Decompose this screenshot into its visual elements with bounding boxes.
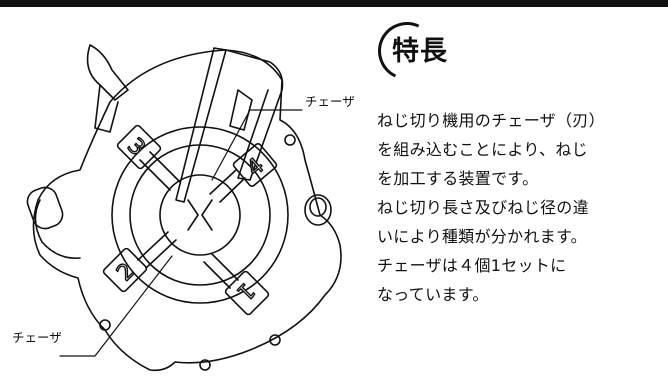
callout-chaser-bottom: チェーザ [12, 330, 62, 345]
description-line: ねじ切り長さ及びねじ径の違 [377, 198, 589, 217]
chaser-slot-1 [203, 253, 270, 316]
callout-chaser-top: チェーザ [305, 94, 355, 109]
die-head-illustration: 3 4 2 1 [26, 44, 342, 372]
description-line: を組み込むことにより、ねじ [377, 140, 588, 159]
heading-title: 特長 [392, 35, 448, 67]
housing-outline [32, 49, 342, 372]
callout-leader-bottom [59, 255, 173, 357]
description-line: ねじ切り機用のチェーザ（刃） [377, 111, 605, 130]
callout-leader-top [211, 109, 303, 181]
description-line: なっています。 [377, 285, 489, 304]
slot-number-4: 4 [242, 153, 269, 181]
description-line: を加工する装置です。 [377, 169, 539, 188]
description-line: いにより種類が分かれます。 [377, 227, 587, 246]
top-bar [0, 0, 668, 7]
chaser-slot-2 [102, 231, 177, 293]
description-text: ねじ切り機用のチェーザ（刃） を組み込むことにより、ねじ を加工する装置です。 … [377, 106, 667, 309]
section-heading: 特長 [369, 13, 447, 89]
slot-number-2: 2 [112, 259, 140, 287]
slot-number-1: 1 [231, 277, 259, 305]
chaser-slot-3 [116, 124, 181, 191]
description-line: チェーザは４個1セットに [377, 256, 567, 275]
chaser-slot-4 [209, 143, 278, 203]
slot-number-3: 3 [122, 134, 150, 162]
